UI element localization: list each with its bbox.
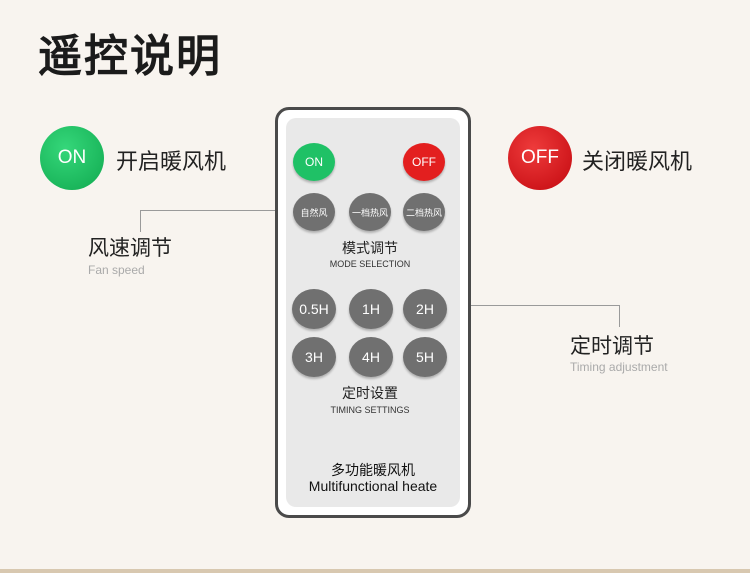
timer-4h-button[interactable]: 4H: [349, 337, 393, 377]
remote-off-button[interactable]: OFF: [403, 143, 445, 181]
timer-5h-button[interactable]: 5H: [403, 337, 447, 377]
fan-connector-horizontal: [140, 210, 300, 211]
fan-speed-label: 风速调节: [88, 236, 172, 260]
timing-label-en: Timing adjustment: [570, 360, 668, 374]
bottom-strip: [0, 569, 750, 573]
timer-0-5h-button[interactable]: 0.5H: [292, 289, 336, 329]
timing-label: 定时调节: [570, 334, 654, 358]
timer-3h-button[interactable]: 3H: [292, 337, 336, 377]
product-name-en: Multifunctional heate: [308, 478, 438, 494]
on-badge: ON: [40, 126, 104, 190]
product-name: 多功能暖风机: [331, 463, 415, 479]
remote-on-button[interactable]: ON: [293, 143, 335, 181]
mode-section-subtitle: MODE SELECTION: [329, 259, 411, 269]
timing-section-subtitle: TIMING SETTINGS: [330, 405, 410, 415]
fan-connector-vertical: [140, 210, 141, 232]
fan-speed-label-en: Fan speed: [88, 263, 145, 277]
on-label: 开启暖风机: [116, 150, 227, 175]
off-label: 关闭暖风机: [582, 150, 693, 175]
mode-natural-button[interactable]: 自然风: [293, 193, 335, 231]
mode-level1-button[interactable]: 一档热风: [349, 193, 391, 231]
mode-level2-button[interactable]: 二档热风: [403, 193, 445, 231]
off-badge: OFF: [508, 126, 572, 190]
timer-1h-button[interactable]: 1H: [349, 289, 393, 329]
timing-connector-horizontal: [445, 305, 620, 306]
timing-connector-vertical: [619, 305, 620, 327]
page-title: 遥控说明: [38, 31, 222, 82]
timer-2h-button[interactable]: 2H: [403, 289, 447, 329]
timing-section-title: 定时设置: [342, 386, 398, 402]
mode-section-title: 模式调节: [342, 241, 398, 257]
